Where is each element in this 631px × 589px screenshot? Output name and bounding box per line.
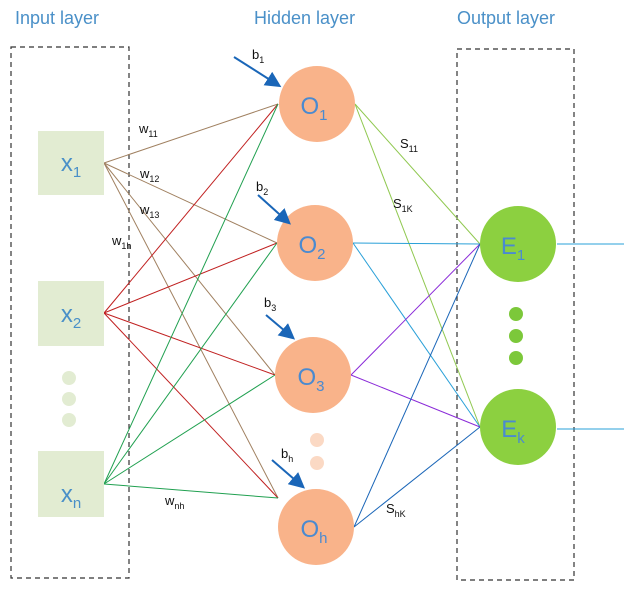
- edge-o1-ek: [354, 103, 481, 428]
- output-node-e1: E1: [480, 206, 556, 282]
- bias-b2: b2: [256, 179, 291, 225]
- weight-label-w12: w12: [139, 166, 159, 184]
- edge-x1-o1: [103, 103, 279, 164]
- edge-xn-oh: [103, 483, 279, 499]
- hidden-node-o1: O1: [279, 66, 355, 142]
- svg-text:x1: x1: [61, 150, 81, 181]
- weight-label-shk: ShK: [386, 501, 406, 519]
- hidden-layer-title: Hidden layer: [254, 8, 355, 28]
- edge-xn-o3: [103, 374, 276, 485]
- output-layer-box: [456, 48, 575, 581]
- edge-x2-o1: [103, 103, 279, 314]
- hidden-ellipsis-dots: [310, 433, 324, 470]
- svg-text:O1: O1: [300, 93, 327, 124]
- svg-text:O2: O2: [298, 232, 325, 263]
- edge-oh-ek: [353, 426, 481, 528]
- edge-o2-e1: [352, 242, 481, 245]
- svg-text:x2: x2: [61, 301, 81, 332]
- svg-text:b1: b1: [252, 47, 264, 65]
- weight-label-w13: w13: [139, 202, 159, 220]
- bias-b3: b3: [264, 295, 296, 340]
- edge-o1-e1: [354, 103, 481, 245]
- input-layer-title: Input layer: [15, 8, 99, 28]
- output-node-ek: Ek: [480, 389, 556, 465]
- edge-oh-e1: [353, 243, 481, 528]
- input-node-xn: xn: [38, 451, 104, 517]
- edge-o3-ek: [350, 374, 481, 428]
- hidden-node-o3: O3: [275, 337, 351, 413]
- edge-xn-o1: [103, 103, 279, 485]
- edge-x2-o3: [103, 312, 276, 376]
- edge-x1-o3: [103, 162, 276, 376]
- svg-text:xn: xn: [61, 481, 81, 512]
- svg-text:b2: b2: [256, 179, 268, 197]
- svg-text:E1: E1: [501, 233, 525, 264]
- weight-label-w11: w11: [138, 121, 158, 139]
- edge-x2-oh: [103, 312, 279, 499]
- hidden-node-o2: O2: [277, 205, 353, 281]
- output-layer-title: Output layer: [457, 8, 555, 28]
- edge-x1-o2: [103, 162, 278, 244]
- edge-x1-oh: [103, 162, 279, 499]
- svg-text:Ek: Ek: [501, 416, 525, 447]
- svg-text:b3: b3: [264, 295, 276, 313]
- edge-xn-o2: [103, 242, 278, 485]
- edge-o3-e1: [350, 243, 481, 376]
- svg-text:bh: bh: [281, 446, 293, 464]
- input-node-x2: x2: [38, 281, 104, 346]
- bias-bh: bh: [271, 446, 306, 489]
- input-node-x1: x1: [38, 131, 104, 195]
- edge-o2-ek: [352, 242, 481, 428]
- weight-label-w1h: w1h: [111, 233, 131, 251]
- connections: [103, 103, 481, 528]
- input-layer-box: [10, 46, 130, 579]
- weight-label-s1k: S1K: [393, 196, 413, 214]
- edge-x2-o2: [103, 242, 278, 314]
- svg-text:Oh: Oh: [300, 516, 327, 547]
- hidden-node-oh: Oh: [278, 489, 354, 565]
- input-ellipsis-dots: [62, 371, 76, 427]
- svg-text:O3: O3: [297, 364, 324, 395]
- bias-b1: b1: [233, 47, 282, 88]
- output-ellipsis-dots: [509, 307, 523, 365]
- weight-label-wnh: wnh: [164, 493, 184, 511]
- weight-label-s11: S11: [400, 136, 418, 154]
